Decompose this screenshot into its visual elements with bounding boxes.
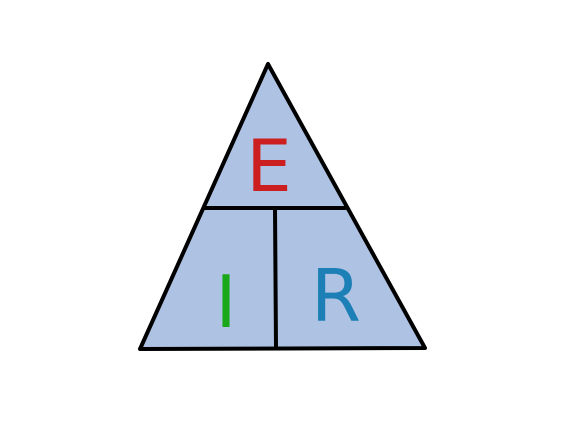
- vertical-divider: [273, 206, 278, 350]
- letter-r-resistance: R: [311, 254, 361, 338]
- triangle-outline: [138, 62, 427, 351]
- letter-e-voltage: E: [246, 124, 292, 208]
- letter-i-current: I: [215, 260, 236, 344]
